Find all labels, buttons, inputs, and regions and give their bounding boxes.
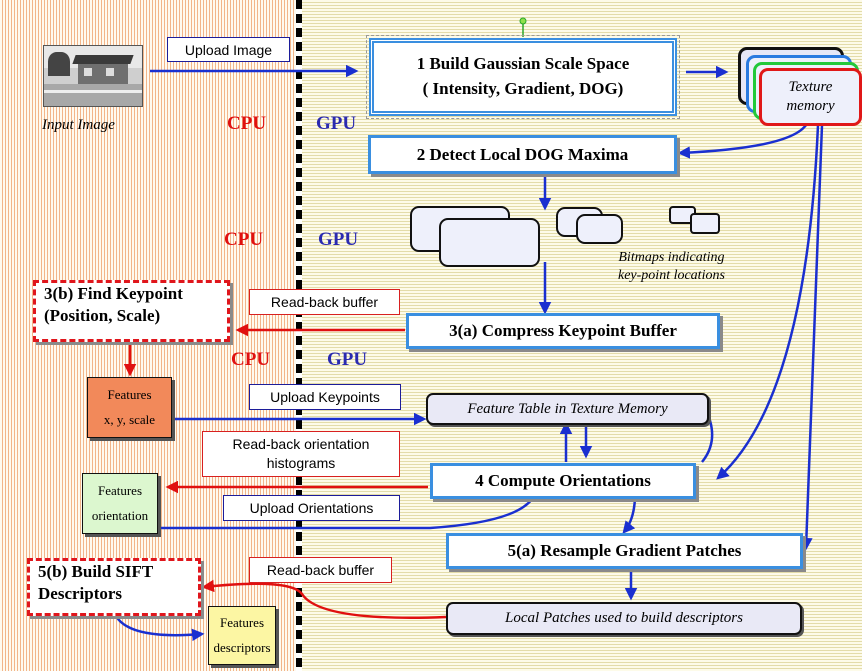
feature-table-box: Feature Table in Texture Memory [426, 393, 709, 425]
read-back-orientation-line1: Read-back orientation [232, 436, 370, 453]
arrow-read-back-patches [201, 579, 447, 620]
texture-line1: Texture [788, 78, 833, 95]
desc-card-line1: Features [219, 614, 265, 630]
step3b-line1: 3(b) Find Keypoint [44, 284, 183, 303]
bitmap-medium-front [576, 214, 623, 244]
read-back-buffer-2-label: Read-back buffer [249, 557, 392, 583]
upload-orientations-label: Upload Orientations [223, 495, 400, 521]
cpu-label-1: CPU [227, 113, 267, 134]
step5a-resample-gradient-patches: 5(a) Resample Gradient Patches [446, 533, 803, 569]
gpu-label-3: GPU [327, 349, 368, 370]
gpu-label-1: GPU [316, 113, 357, 134]
step3b-line2: (Position, Scale) [44, 306, 161, 326]
step2-detect-dog-maxima: 2 Detect Local DOG Maxima [368, 135, 677, 174]
features-keypoint-card: Features x, y, scale [87, 377, 172, 438]
gpu-label-2: GPU [318, 229, 359, 250]
cpu-label-2: CPU [224, 229, 264, 250]
arrow-texture-to-step2 [677, 124, 808, 159]
bitmaps-note-line1: Bitmaps indicating [618, 250, 725, 265]
step3b-find-keypoint: 3(b) Find Keypoint (Position, Scale) [33, 280, 230, 342]
arrow-texture-to-step4 [716, 124, 820, 480]
or-card-line2: orientation [91, 507, 149, 523]
bitmap-small-front [690, 213, 720, 234]
step5b-line2: Descriptors [38, 584, 123, 604]
arrow-step5b-to-descriptors [114, 615, 205, 642]
cpu-gpu-divider [296, 0, 302, 671]
kp-card-line1: Features [107, 386, 152, 402]
step1-line2: ( Intensity, Gradient, DOG) [422, 79, 624, 98]
upload-keypoints-label: Upload Keypoints [249, 384, 401, 410]
texture-memory-box: Texture memory [759, 68, 862, 126]
bitmaps-note-line2: key-point locations [618, 268, 725, 284]
step4-compute-orientations: 4 Compute Orientations [430, 463, 696, 499]
step1-line1: 1 Build Gaussian Scale Space [416, 54, 630, 74]
step5b-line1: 5(b) Build SIFT [38, 562, 154, 581]
or-card-line1: Features [97, 482, 143, 498]
arrow-step4-to-step5a [622, 497, 637, 534]
texture-line2: memory [786, 98, 835, 114]
step1-gaussian-scale-space: 1 Build Gaussian Scale Space ( Intensity… [366, 35, 680, 119]
read-back-buffer-label: Read-back buffer [249, 289, 400, 315]
arrow-upload-orientations [160, 495, 536, 530]
desc-card-line2: descriptors [213, 639, 271, 655]
bitmap-large-front [439, 218, 540, 267]
local-patches-box: Local Patches used to build descriptors [446, 602, 802, 635]
read-back-orientation-label: Read-back orientation histograms [202, 431, 400, 477]
step5b-build-sift-descriptors: 5(b) Build SIFT Descriptors [27, 558, 201, 616]
features-orientation-card: Features orientation [82, 473, 158, 534]
input-image-thumbnail [43, 45, 143, 107]
upload-image-label: Upload Image [167, 37, 290, 62]
kp-card-line2: x, y, scale [103, 411, 156, 427]
arrow-texture-to-step5a [800, 124, 824, 551]
input-image-caption: Input Image [42, 117, 115, 133]
read-back-orientation-line2: histograms [266, 455, 336, 471]
step3a-compress-keypoint-buffer: 3(a) Compress Keypoint Buffer [406, 313, 720, 349]
bitmaps-note: Bitmaps indicating key-point locations [618, 249, 725, 285]
features-descriptors-card: Features descriptors [208, 606, 276, 665]
cpu-label-3: CPU [231, 349, 271, 370]
